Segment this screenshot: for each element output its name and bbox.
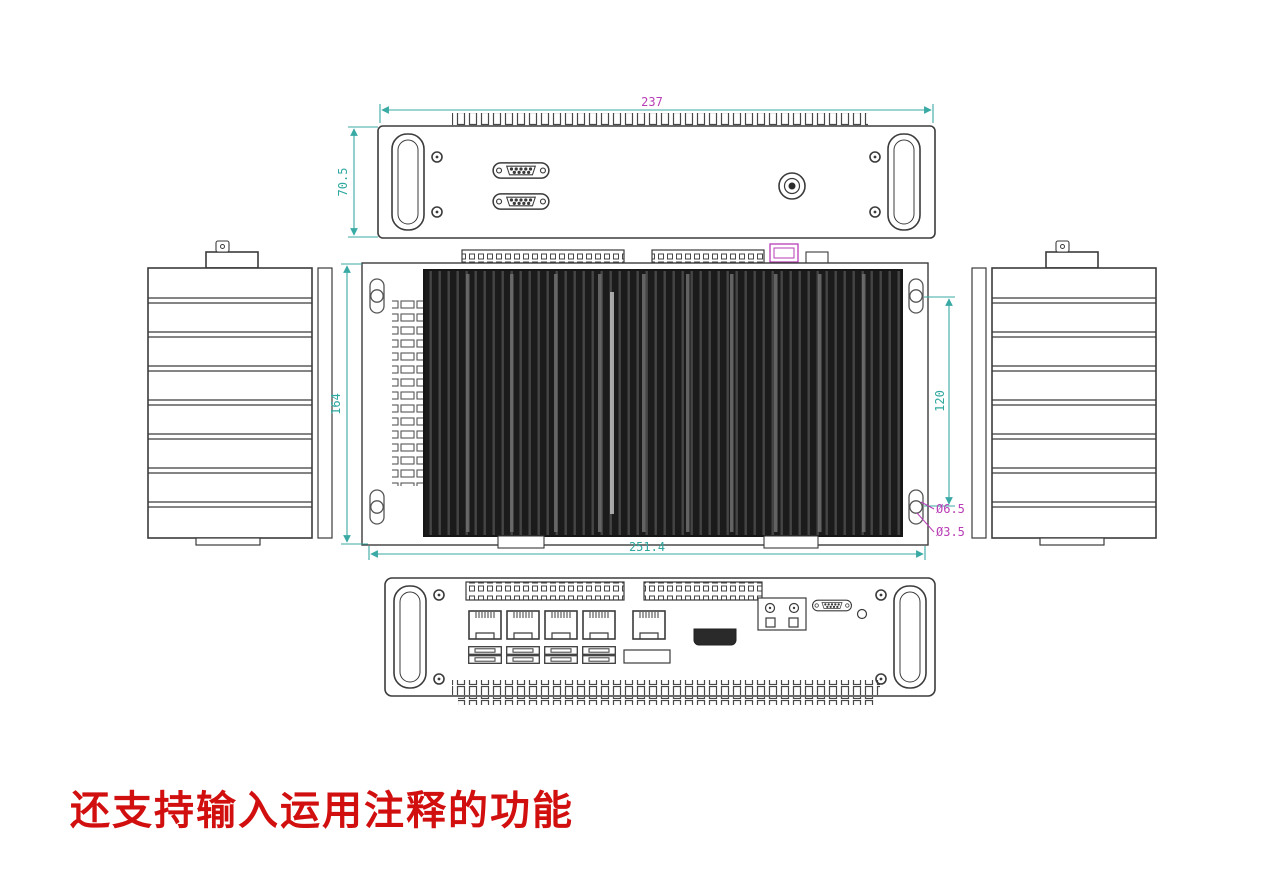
bottom-edge-connector-a: [497, 535, 545, 549]
power-jack-icon: [778, 172, 806, 200]
front-mount-ear-right: [893, 585, 927, 689]
dim-text-main-height: 164: [329, 393, 343, 415]
front-panel-view: [384, 577, 936, 705]
right-side-fin-lines: [992, 297, 1156, 508]
dim-text-hole-outer: Ø6.5: [936, 502, 965, 516]
front-bottom-ticks: [458, 697, 874, 705]
dim-text-hole-inner: Ø3.5: [936, 525, 965, 539]
right-side-tab: [1045, 251, 1099, 269]
terminal-block-a: [465, 581, 625, 601]
serial-port-db9-icon: [492, 193, 550, 210]
left-side-body: [147, 267, 313, 539]
right-side-body: [991, 267, 1157, 539]
rear-mount-ear-left: [391, 133, 425, 231]
heatsink-block: [423, 269, 903, 537]
dimension-annotations: 237 70.5 164 251.4 120 Ø6.5 Ø3.5: [329, 95, 965, 560]
ethernet-port-icon: [506, 610, 540, 640]
dim-text-rear-width: 237: [641, 95, 663, 109]
left-side-foot: [195, 537, 261, 546]
left-side-fin-lines: [148, 297, 312, 508]
rear-screw-holes: [431, 151, 881, 218]
connector-small-gray: [805, 251, 829, 265]
serial-port-db9-icon: [812, 599, 852, 612]
front-mount-ear-left: [393, 585, 427, 689]
antenna-hole-icon: [856, 608, 868, 620]
dim-text-rear-height: 70.5: [336, 168, 350, 197]
right-side-view: [971, 240, 1157, 546]
dim-text-main-width: 251.4: [629, 540, 665, 554]
left-side-tab: [205, 251, 259, 269]
front-bottom-fins: [452, 680, 880, 695]
ethernet-port-icon: [544, 610, 578, 640]
main-top-view: [361, 243, 929, 549]
caption-text: 还支持输入运用注释的功能: [70, 788, 574, 834]
front-screw-holes: [433, 589, 887, 685]
left-side-plate-edge: [317, 267, 333, 539]
left-fin-ends: [392, 300, 424, 486]
bottom-edge-connector-b: [763, 535, 819, 549]
rear-mount-ear-right: [887, 133, 921, 231]
right-side-foot: [1039, 537, 1105, 546]
ethernet-port-icon: [632, 610, 666, 640]
left-side-antenna: [215, 240, 230, 253]
heatsink-grooves: [466, 274, 866, 532]
left-side-view: [147, 240, 333, 546]
sim-slot-icon: [623, 649, 671, 664]
right-side-plate-edge: [971, 267, 987, 539]
rear-body-outline: [377, 125, 936, 239]
keyhole-slots: [369, 278, 924, 525]
terminal-block-b: [643, 581, 763, 601]
rear-mount-ear-left-inner: [397, 139, 419, 225]
power-terminal-icon: [757, 597, 807, 631]
dim-text-hole-spacing: 120: [933, 390, 947, 412]
rear-mount-ear-right-inner: [893, 139, 915, 225]
ethernet-port-icon: [582, 610, 616, 640]
rear-fins-strip: [452, 113, 868, 126]
serial-port-db9-icon: [492, 162, 550, 179]
heatsink-center-groove: [610, 292, 614, 514]
ethernet-port-icon: [468, 610, 502, 640]
rear-panel-view: [377, 113, 936, 239]
hdmi-port-icon: [693, 628, 737, 646]
right-side-antenna: [1055, 240, 1070, 253]
